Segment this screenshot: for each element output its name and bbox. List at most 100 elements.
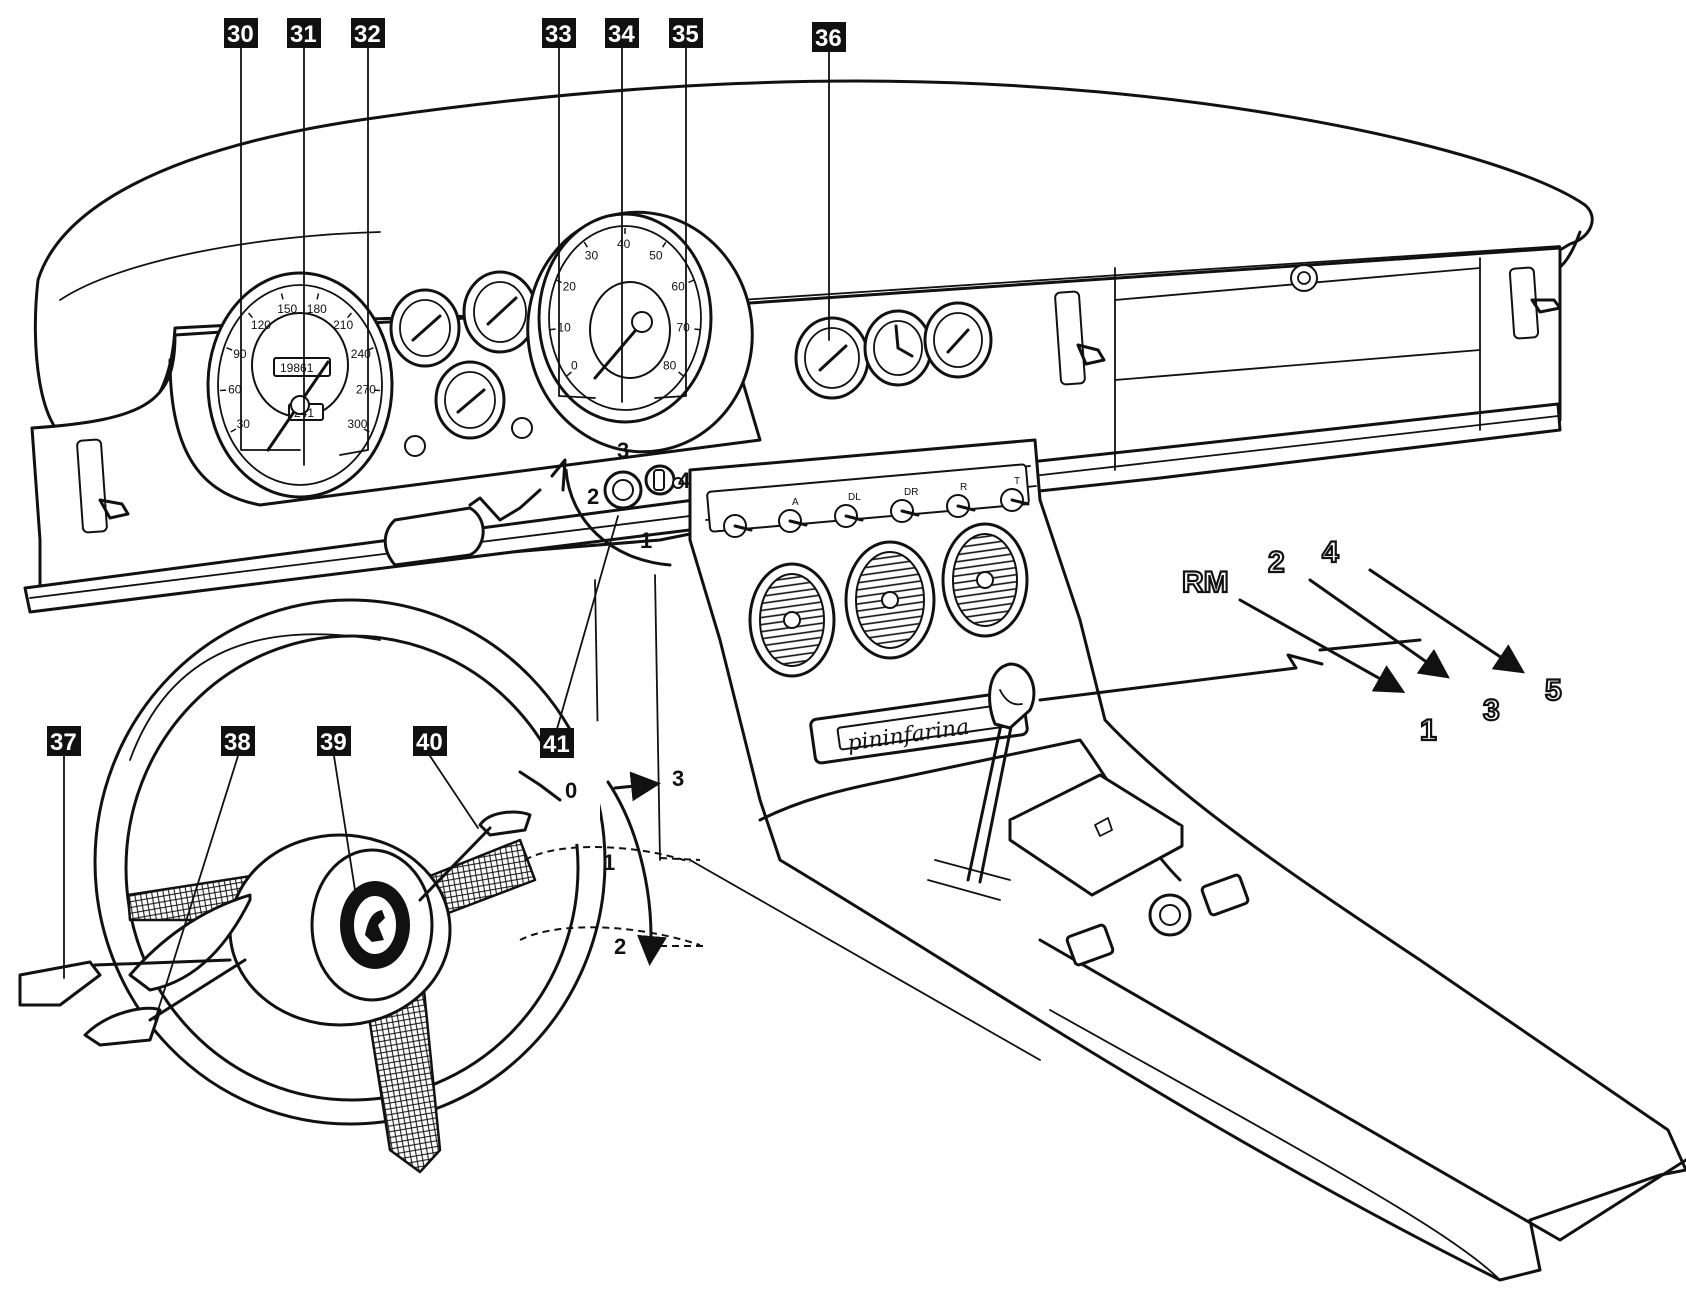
svg-text:32: 32 (354, 21, 381, 48)
center-face-vent (1054, 290, 1106, 386)
speedometer-tick-30: 30 (237, 417, 251, 431)
gear-1: 1 (1420, 714, 1437, 747)
lever-pos-2: 2 (614, 934, 626, 959)
toggle-lever (788, 519, 808, 527)
ignition-pos-4: 4 (678, 468, 691, 493)
ignition-pos-2: 2 (587, 484, 599, 509)
tachometer-tick-10: 10 (558, 321, 572, 335)
upper-stalk-tip (478, 810, 532, 837)
svg-text:41: 41 (543, 731, 570, 758)
speedometer-tick-mark (230, 428, 237, 433)
tachometer-tick-mark (688, 279, 695, 284)
callout-34: 34 (605, 18, 639, 48)
callout-32: 32 (351, 18, 385, 48)
steering-hub (228, 833, 452, 1027)
panel-knobs (404, 417, 533, 457)
lower-stalk-tip (83, 1006, 162, 1047)
tachometer-tick-mark (678, 371, 684, 377)
toggle-lever (844, 514, 864, 522)
column-stalks (18, 810, 532, 1047)
speedometer-tick-90: 90 (233, 347, 247, 361)
gear-5: 5 (1545, 674, 1562, 707)
gear-lever (927, 662, 1036, 901)
svg-text:40: 40 (416, 729, 443, 756)
lever-pos-3: 3 (672, 766, 684, 791)
ammeter (923, 301, 993, 379)
speedometer-tick-60: 60 (228, 383, 242, 397)
shift-pattern: RM 2 4 1 3 5 (1038, 535, 1563, 748)
callout-41: 41 (540, 728, 574, 758)
toggle-label-DR: DR (904, 487, 918, 498)
tachometer-tick-mark (566, 371, 572, 377)
callout-35: 35 (669, 18, 703, 48)
ignition-switch (550, 458, 684, 567)
tachometer-tick-70: 70 (677, 321, 691, 335)
speedometer-tick-210: 210 (333, 318, 353, 332)
pininfarina-badge: pininfarina (809, 689, 1029, 765)
floor-line (689, 859, 1041, 1061)
speedometer-tick-mark (248, 312, 253, 319)
tachometer-tick-30: 30 (585, 249, 599, 263)
toggle-lever (1010, 498, 1030, 506)
toggle-lever (956, 504, 976, 512)
fuel-gauge (794, 316, 870, 400)
tachometer-tick-60: 60 (671, 280, 685, 294)
ignition-pos-1: 1 (640, 528, 652, 553)
toggle-label-R: R (960, 482, 967, 493)
gear-4: 4 (1322, 536, 1339, 569)
lever-pos-0: 0 (565, 778, 577, 803)
gear-3: 3 (1483, 694, 1500, 727)
toggle-lever (900, 509, 920, 517)
tachometer-tick-0: 0 (571, 359, 578, 373)
tachometer-tick-mark (583, 241, 589, 248)
tachometer-tick-mark (661, 241, 667, 248)
callout-40: 40 (413, 726, 447, 756)
speedometer-tick-180: 180 (307, 302, 327, 316)
ignition-positions: 1 2 3 4 (587, 438, 691, 553)
speedometer-tick-240: 240 (351, 347, 371, 361)
tachometer-tick-80: 80 (663, 359, 677, 373)
steering-column-shroud (383, 488, 542, 567)
callout-36: 36 (812, 22, 846, 52)
svg-text:38: 38 (224, 729, 251, 756)
odometer-value: 19861 (280, 361, 314, 375)
speedometer-tick-120: 120 (251, 318, 271, 332)
svg-text:35: 35 (672, 21, 699, 48)
ignition-turn-arrow (564, 468, 672, 567)
toggle-label-A: A (792, 497, 799, 508)
callout-30: 30 (224, 18, 258, 48)
svg-text:33: 33 (545, 21, 572, 48)
leader-lines (63, 47, 830, 1021)
callout-37: 37 (47, 726, 81, 756)
svg-text:39: 39 (320, 729, 347, 756)
tachometer-tick-50: 50 (649, 249, 663, 263)
console-storage-lid (1008, 773, 1184, 897)
console-switches (1065, 873, 1250, 967)
svg-text:34: 34 (608, 21, 635, 48)
toggle-label-T: T (1014, 476, 1020, 487)
stalk-motion-indicators: 0 1 2 3 (519, 766, 705, 966)
speedometer-tick-300: 300 (347, 417, 367, 431)
ignition-pos-3: 3 (617, 438, 629, 463)
right-side-vent (1508, 266, 1562, 340)
svg-text:31: 31 (290, 21, 317, 48)
svg-text:30: 30 (227, 21, 254, 48)
speedometer-tick-mark (347, 312, 352, 319)
left-stalk-tip (18, 960, 102, 1007)
speedometer-tick-mark (316, 293, 320, 300)
tachometer-tick-40: 40 (617, 237, 631, 251)
callout-39: 39 (317, 726, 351, 756)
oil-temp-gauge (389, 288, 461, 368)
toggle-lever (733, 524, 753, 532)
tachometer-tick-mark (549, 328, 556, 331)
callout-38: 38 (221, 726, 255, 756)
left-side-vent (76, 438, 130, 534)
air-vents (748, 522, 1029, 678)
tachometer-tick-mark (694, 328, 701, 331)
speedometer-tick-mark (226, 347, 233, 351)
speedometer-tick-270: 270 (356, 383, 376, 397)
gear-reverse: RM (1182, 566, 1229, 599)
